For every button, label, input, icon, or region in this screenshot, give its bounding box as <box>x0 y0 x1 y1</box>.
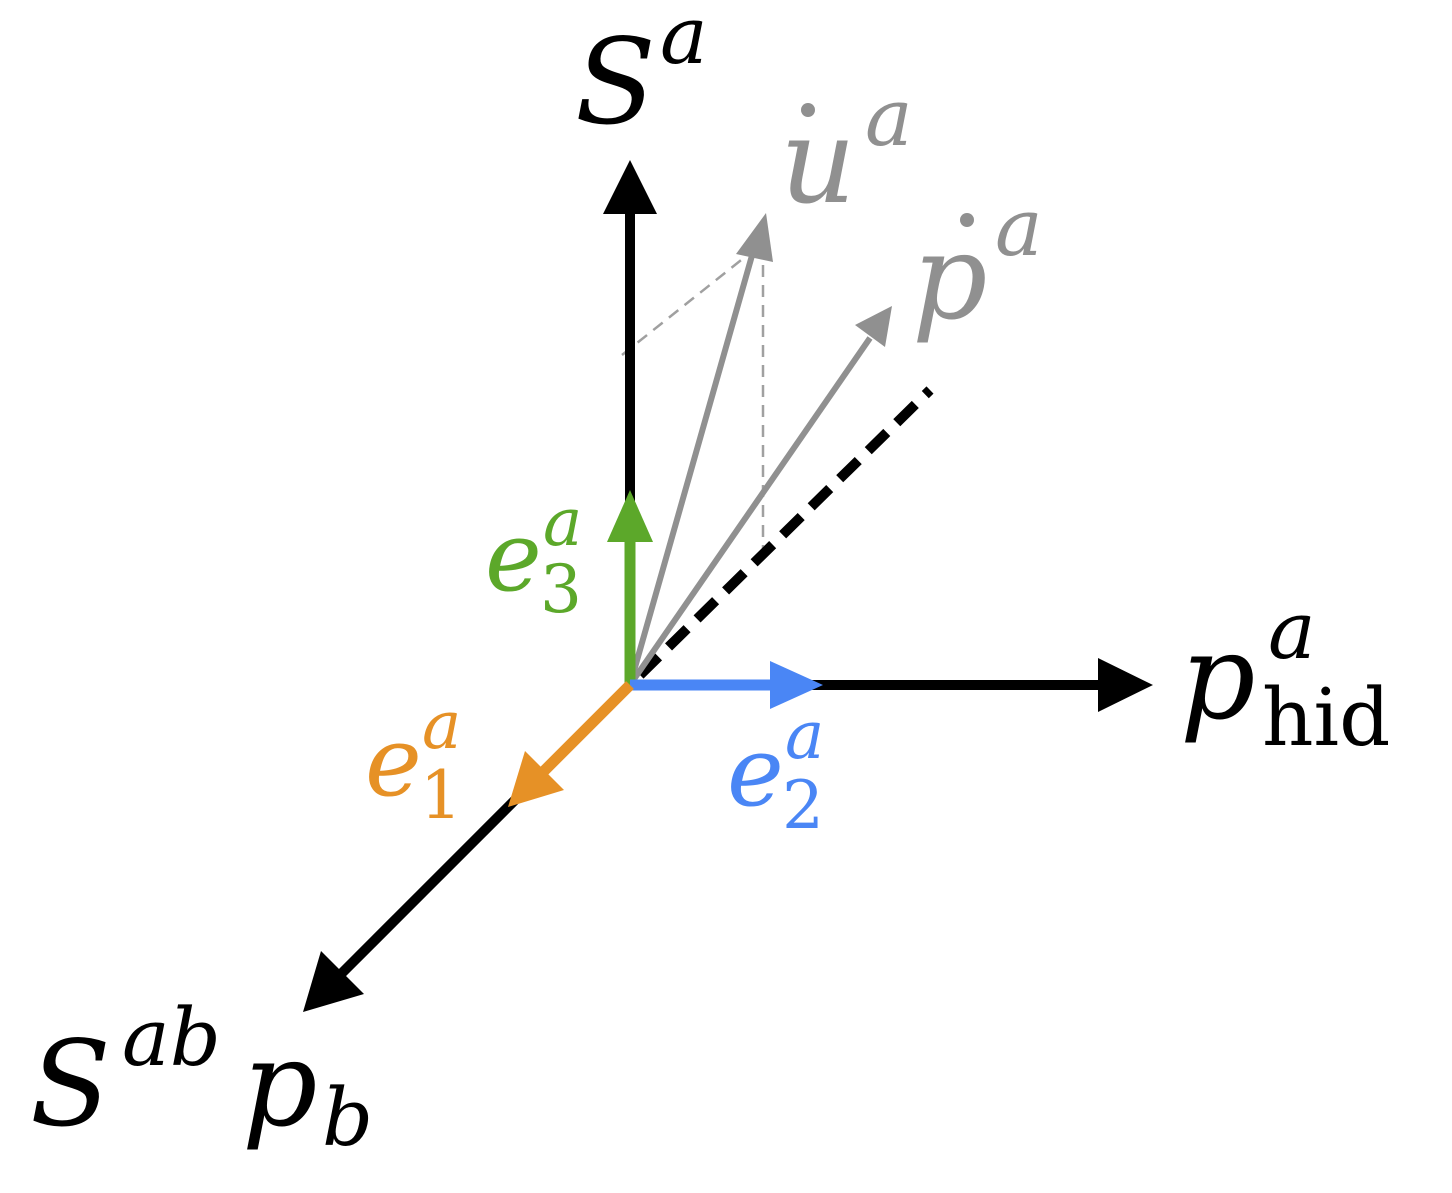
label-p-hid-sup: a <box>1268 584 1316 677</box>
e1-vector <box>536 681 634 779</box>
label-e3-sub: 3 <box>540 551 582 628</box>
label-e2-base: e <box>727 716 784 828</box>
label-u-dot-sup: a <box>865 71 913 164</box>
dotted-diagonal-line <box>636 386 934 679</box>
label-u-dot-dot <box>801 103 815 117</box>
label-pb-sub: b <box>322 1071 373 1164</box>
p-hid-axis-arrowhead <box>1098 658 1153 712</box>
label-p-hid-base: p <box>1180 608 1256 746</box>
label-e3-sup: a <box>543 484 582 561</box>
label-p-dot: p a <box>912 181 1043 346</box>
label-e1-base: e <box>365 706 422 818</box>
p-dot-vector <box>627 336 873 687</box>
label-s-a-sup: a <box>660 0 708 82</box>
label-e1: e a 1 <box>365 687 462 834</box>
label-p-hid: p a hid <box>1180 584 1390 764</box>
label-p-hid-sub: hid <box>1262 671 1390 764</box>
label-e2: e a 2 <box>727 697 824 844</box>
e3-vector-arrowhead <box>607 490 653 542</box>
label-s-ab-sup: ab <box>122 991 221 1084</box>
label-e1-sup: a <box>422 687 461 764</box>
e1-vector-arrowhead <box>508 751 564 807</box>
s-a-axis-arrowhead <box>603 160 657 214</box>
label-e3: e a 3 <box>485 484 582 628</box>
p-dot-vector-arrowhead <box>855 306 892 347</box>
label-e3-base: e <box>485 501 542 613</box>
label-s-ab-pb: S ab p b <box>30 991 373 1164</box>
label-p-dot-dot <box>960 213 974 227</box>
u-dot-vector <box>627 244 758 686</box>
s-ab-pb-axis-arrowhead <box>303 951 364 1012</box>
label-pb-base: p <box>242 1015 318 1153</box>
label-s-ab-base: S <box>30 1015 111 1153</box>
label-s-a: S a <box>575 0 708 151</box>
projection-guide-diagonal <box>621 244 761 356</box>
label-e1-sub: 1 <box>420 757 462 834</box>
label-e2-sub: 2 <box>782 767 824 844</box>
label-u-dot: u a <box>780 71 913 230</box>
u-dot-vector-arrowhead <box>736 213 773 262</box>
label-s-a-base: S <box>575 13 656 151</box>
label-u-dot-base: u <box>780 92 856 230</box>
e2-vector-arrowhead <box>770 661 823 709</box>
label-p-dot-base: p <box>912 208 988 346</box>
label-p-dot-sup: a <box>995 181 1043 274</box>
label-e2-sup: a <box>785 697 824 774</box>
